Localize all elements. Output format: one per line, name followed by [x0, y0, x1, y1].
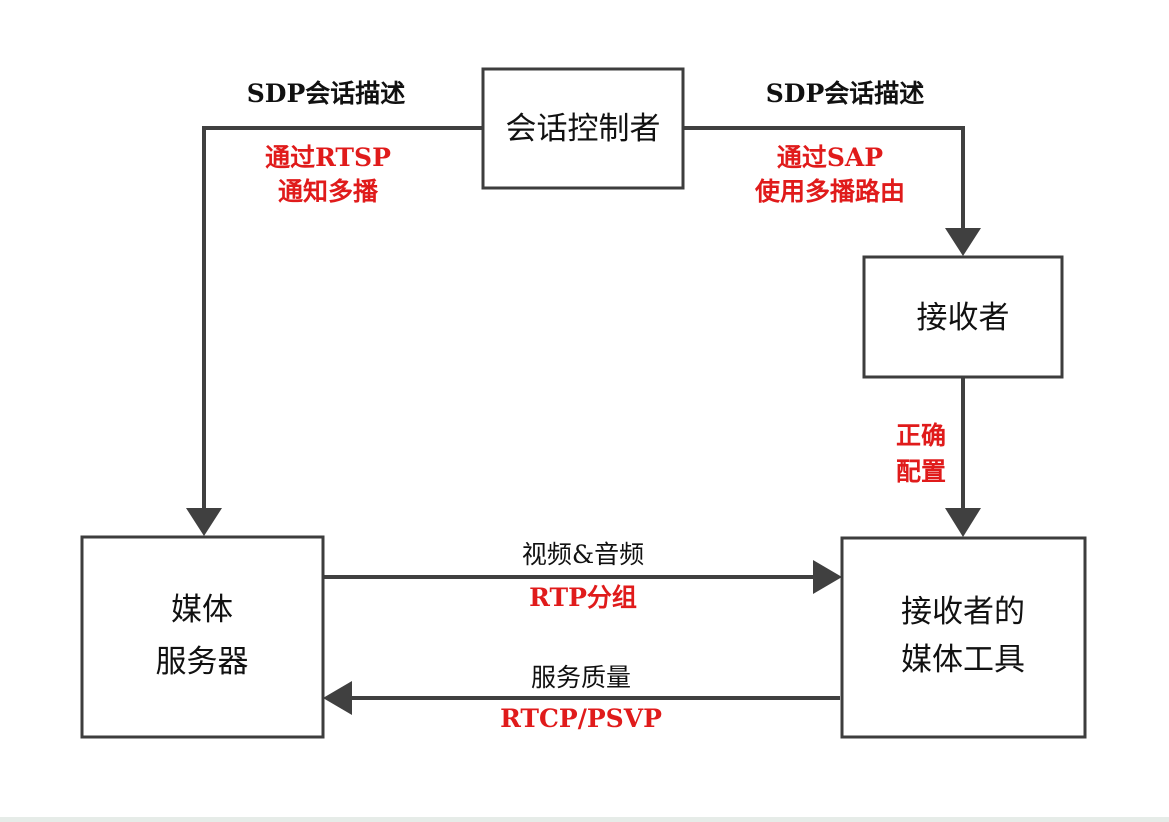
edge-right-top-label: SDP会话描述: [766, 79, 925, 108]
arrowhead-down-icon: [945, 228, 981, 256]
edge-receiver-red-line1: 正确: [896, 421, 946, 450]
node-media-tool-label-line1: 接收者的: [901, 594, 1025, 630]
edge-media-forward-label: 视频&音频: [522, 540, 644, 569]
node-receiver-label: 接收者: [917, 300, 1010, 336]
node-controller-box: [481, 67, 685, 190]
node-media-server-box: [80, 535, 325, 739]
arrowhead-down-icon: [186, 508, 222, 536]
arrowhead-down-icon: [945, 508, 981, 537]
node-media-tool-label-line2: 媒体工具: [901, 642, 1025, 678]
node-receiver-box: [862, 255, 1064, 379]
edge-receiver-red-line2: 配置: [896, 457, 946, 486]
edge-left-top-label: SDP会话描述: [247, 79, 406, 108]
edge-left-top-red-line2: 通知多播: [278, 177, 379, 206]
edge-right-top-red-line1: 通过SAP: [777, 143, 883, 172]
edge-media-back-red: RTCP/PSVP: [500, 704, 662, 733]
bottom-border: [0, 817, 1169, 822]
node-media-tool-box: [840, 536, 1087, 739]
edge-controller-to-receiver: [683, 126, 965, 228]
edge-controller-to-media-server: [202, 126, 483, 508]
edge-media-forward-red: RTP分组: [529, 583, 637, 612]
node-media-server-label-line1: 媒体: [171, 592, 233, 628]
edge-media-back-label: 服务质量: [531, 663, 631, 692]
node-controller-label: 会话控制者: [506, 111, 661, 147]
arrowhead-right-icon: [813, 560, 842, 594]
edge-left-top-red-line1: 通过RTSP: [265, 143, 391, 172]
arrowhead-left-icon: [323, 681, 352, 715]
node-media-server-label-line2: 服务器: [156, 644, 249, 680]
edge-right-top-red-line2: 使用多播路由: [754, 177, 905, 206]
